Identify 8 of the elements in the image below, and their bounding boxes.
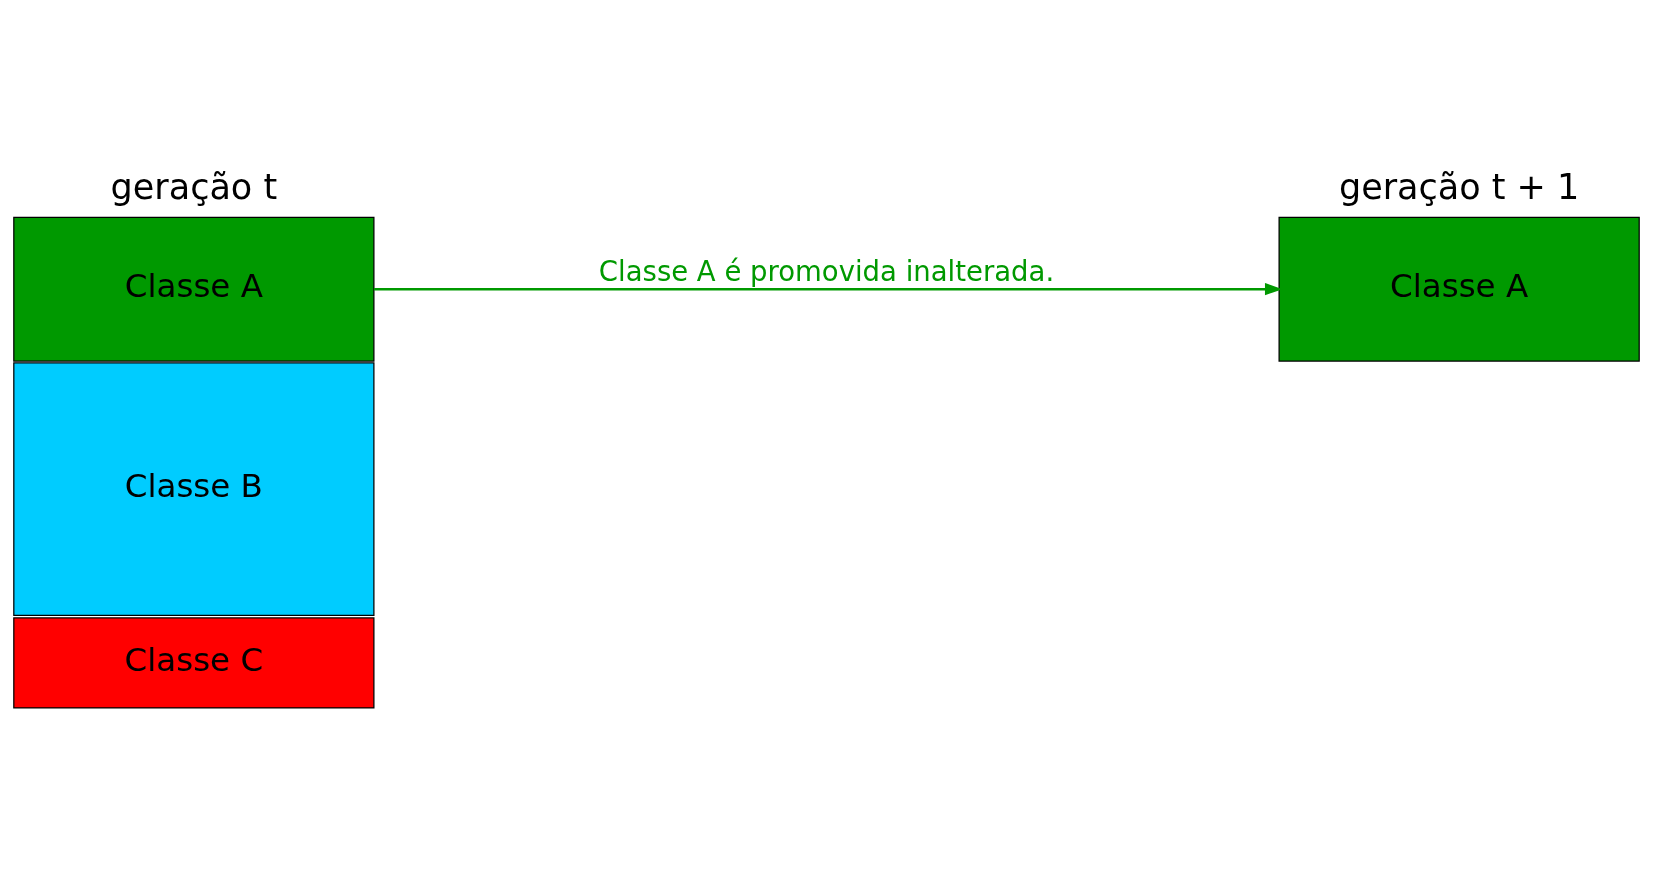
node-box: Classe C bbox=[13, 616, 375, 709]
label: geração t + 1 bbox=[1338, 166, 1580, 207]
label: geração t bbox=[110, 166, 278, 207]
node-box: Classe A bbox=[13, 216, 375, 362]
edge-label: Classe A é promovida inalterada. bbox=[598, 254, 1055, 287]
node-box: Classe A bbox=[1278, 216, 1640, 362]
arrow bbox=[374, 282, 1283, 295]
node-box: Classe B bbox=[13, 361, 375, 616]
